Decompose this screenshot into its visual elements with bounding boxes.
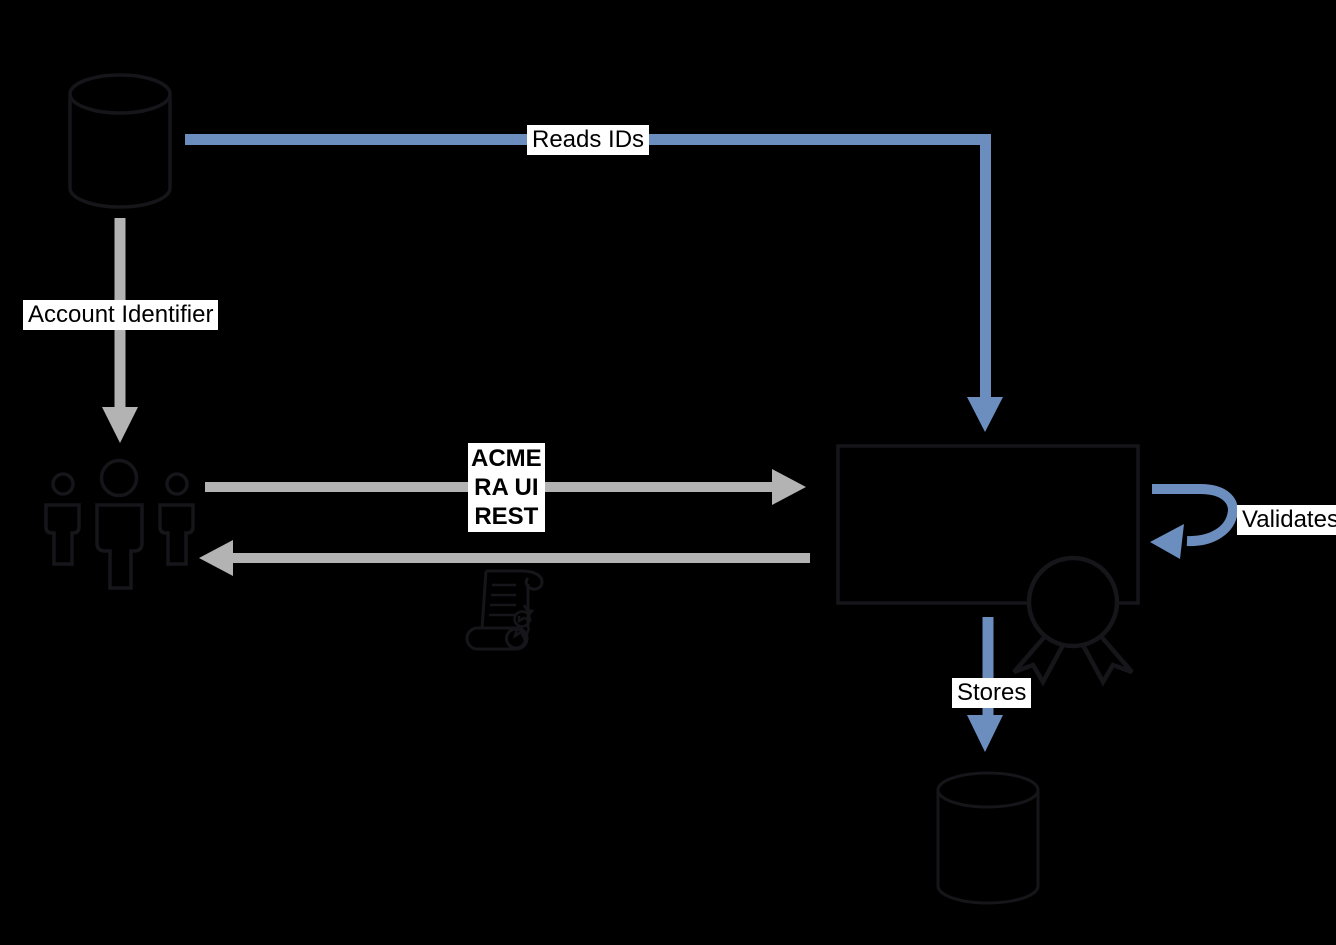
response-arrow xyxy=(199,540,810,576)
edge-label-stores: Stores xyxy=(952,678,1032,708)
database-cylinder-icon xyxy=(936,771,1040,905)
edge-label-validates: Validates xyxy=(1237,505,1336,535)
account-identifier-arrow xyxy=(102,218,138,443)
edge-label-account-identifier: Account Identifier xyxy=(23,300,219,330)
database-cylinder-icon xyxy=(68,73,172,209)
stores-arrow xyxy=(967,617,1003,752)
validates-loop-arrow xyxy=(1150,484,1238,559)
users-group-icon xyxy=(44,458,195,590)
edge-label-acme-ra-ui-rest: ACME RA UI REST xyxy=(468,443,545,532)
certificate-scroll-icon xyxy=(465,569,544,651)
award-ribbon-icon xyxy=(1012,555,1134,687)
edge-label-reads-ids: Reads IDs xyxy=(527,125,650,155)
reads-ids-arrow xyxy=(185,134,1003,432)
processing-box xyxy=(836,444,1140,605)
